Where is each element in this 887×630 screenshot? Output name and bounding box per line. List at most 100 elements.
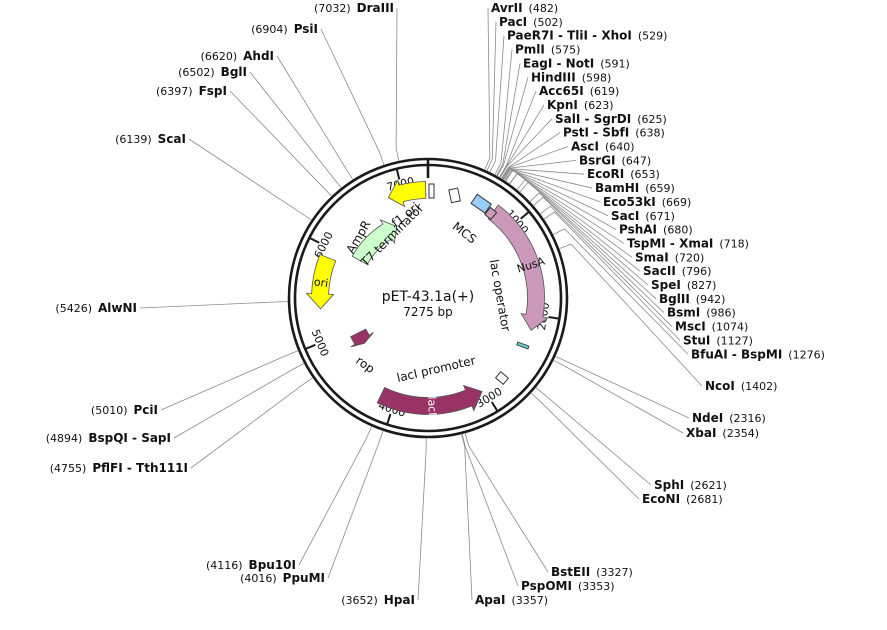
site-asci[interactable]: AscI(640) xyxy=(571,140,635,154)
site-bsmi[interactable]: BsmI (986) xyxy=(667,306,736,320)
site-position: (4894) xyxy=(46,432,83,445)
site-position: (529) xyxy=(638,30,668,43)
site-pshai[interactable]: PshAI(680) xyxy=(619,223,693,237)
site-position: (718) xyxy=(719,237,749,250)
site-ecori[interactable]: EcoRI(653) xyxy=(587,167,660,181)
plasmid-size: 7275 bp xyxy=(403,305,453,319)
site-acc65i[interactable]: Acc65I(619) xyxy=(539,84,619,98)
site-pmli[interactable]: PmlI(575) xyxy=(515,43,580,57)
site-bglii[interactable]: BglII(942) xyxy=(659,292,725,306)
site-fspi[interactable]: FspI(6397) xyxy=(156,84,227,98)
leader-spei xyxy=(519,181,649,286)
tick-7000 xyxy=(395,168,401,180)
site-name: PpuMI xyxy=(283,571,325,585)
backbone xyxy=(287,157,569,439)
site-name: MscI xyxy=(675,320,706,334)
leader-paer7i-tlii-xhoi xyxy=(489,35,505,173)
site-position: (6397) xyxy=(156,85,193,98)
site-ppumi[interactable]: PpuMI(4016) xyxy=(240,571,325,585)
restriction-site-labels: AvrII(482)PacI (502)PaeR7I - TliI - XhoI(… xyxy=(46,1,825,607)
site-pcii[interactable]: PciI(5010) xyxy=(91,403,158,417)
leader-draiii xyxy=(395,7,400,162)
site-name: PacI xyxy=(499,15,527,29)
site-msci[interactable]: MscI(1074) xyxy=(675,320,748,334)
site-position: (986) xyxy=(706,307,736,320)
site-position: (3357) xyxy=(511,594,548,607)
feature-nusa xyxy=(487,204,549,331)
site-position: (669) xyxy=(662,196,692,209)
site-position: (680) xyxy=(663,224,693,237)
site-bamhi[interactable]: BamHI (659) xyxy=(595,181,675,195)
site-bpu10i[interactable]: Bpu10I(4116) xyxy=(206,558,296,572)
site-eagi-noti[interactable]: EagI - NotI(591) xyxy=(523,56,630,70)
leader-bpu10i xyxy=(298,426,373,566)
leader-bglii xyxy=(529,192,657,300)
site-name: XbaI xyxy=(686,426,716,440)
site-position: (4116) xyxy=(206,559,243,572)
site-hindiii[interactable]: HindIII(598) xyxy=(531,70,611,84)
leader-pcii xyxy=(160,350,299,411)
site-apai[interactable]: ApaI(3357) xyxy=(475,593,548,607)
site-sphi[interactable]: SphI(2621) xyxy=(654,478,727,492)
site-psii[interactable]: PsiI(6904) xyxy=(251,22,318,36)
site-sacii[interactable]: SacII(796) xyxy=(643,264,711,278)
site-name: BsmI xyxy=(667,306,700,320)
site-bfuai-bspmi[interactable]: BfuAI - BspMI(1276) xyxy=(691,347,825,361)
site-bsteii[interactable]: BstEII (3327) xyxy=(551,565,633,579)
site-name: PspOMI xyxy=(521,579,572,593)
leader-fspi xyxy=(229,90,333,197)
site-econi[interactable]: EcoNI(2681) xyxy=(642,492,723,506)
site-position: (3353) xyxy=(578,580,615,593)
site-name: BstEII xyxy=(551,565,590,579)
site-ahdi[interactable]: AhdI(6620) xyxy=(201,49,274,63)
site-name: PflFI - Tth111I xyxy=(92,461,188,475)
site-kpni[interactable]: KpnI(623) xyxy=(547,98,614,112)
label-laci-promoter: lacI promoter xyxy=(395,353,476,385)
site-tspmi-xmai[interactable]: TspMI - XmaI(718) xyxy=(627,236,749,250)
site-name: BamHI xyxy=(595,181,639,195)
site-ndei[interactable]: NdeI(2316) xyxy=(692,411,766,425)
leader-bfuai-bspmi xyxy=(552,228,689,355)
site-bgli[interactable]: BglI(6502) xyxy=(178,65,247,79)
leader-bamhi xyxy=(503,168,593,189)
site-pflfi-tth111i[interactable]: PflFI - Tth111I(4755) xyxy=(50,461,188,475)
site-position: (671) xyxy=(645,210,675,223)
site-ncoi[interactable]: NcoI(1402) xyxy=(705,379,777,393)
site-position: (5426) xyxy=(55,302,92,315)
site-position: (720) xyxy=(675,251,705,264)
site-position: (640) xyxy=(605,141,635,154)
site-stui[interactable]: StuI(1127) xyxy=(683,333,753,347)
site-position: (647) xyxy=(622,154,652,167)
site-scai[interactable]: ScaI(6139) xyxy=(115,132,186,146)
site-position: (1127) xyxy=(716,334,753,347)
site-psti-sbfi[interactable]: PstI - SbfI(638) xyxy=(563,126,665,140)
leader-ppumi xyxy=(327,430,384,579)
site-name: SalI - SgrDI xyxy=(555,112,631,126)
leader-pflfi-tth111i xyxy=(190,377,314,469)
site-alwni[interactable]: AlwNI(5426) xyxy=(55,301,137,315)
site-bspqi-sapi[interactable]: BspQI - SapI(4894) xyxy=(46,431,171,445)
site-position: (3327) xyxy=(596,566,633,579)
site-paer7i-tlii-xhoi[interactable]: PaeR7I - TliI - XhoI(529) xyxy=(507,29,667,43)
site-spei[interactable]: SpeI(827) xyxy=(651,278,716,292)
site-paci[interactable]: PacI (502) xyxy=(499,15,563,29)
mcs-marker xyxy=(470,193,492,214)
feature-ampr xyxy=(351,219,398,265)
site-pspomi[interactable]: PspOMI (3353) xyxy=(521,579,615,593)
site-position: (7032) xyxy=(314,2,351,15)
site-position: (659) xyxy=(645,182,675,195)
site-draiii[interactable]: DraIII(7032) xyxy=(314,1,394,15)
site-saci[interactable]: SacI(671) xyxy=(611,209,675,223)
site-smai[interactable]: SmaI(720) xyxy=(635,250,704,264)
site-position: (502) xyxy=(533,16,563,29)
site-position: (2316) xyxy=(729,412,766,425)
site-bsrgi[interactable]: BsrGI(647) xyxy=(579,153,651,167)
site-xbai[interactable]: XbaI(2354) xyxy=(686,426,759,440)
leader-pmli xyxy=(494,49,513,176)
site-avrii[interactable]: AvrII(482) xyxy=(491,1,558,15)
leader-sacii xyxy=(516,179,641,272)
site-eco53ki[interactable]: Eco53kI(669) xyxy=(603,195,691,209)
site-hpai[interactable]: HpaI(3652) xyxy=(341,593,415,607)
site-sali-sgrdi[interactable]: SalI - SgrDI(625) xyxy=(555,112,667,126)
